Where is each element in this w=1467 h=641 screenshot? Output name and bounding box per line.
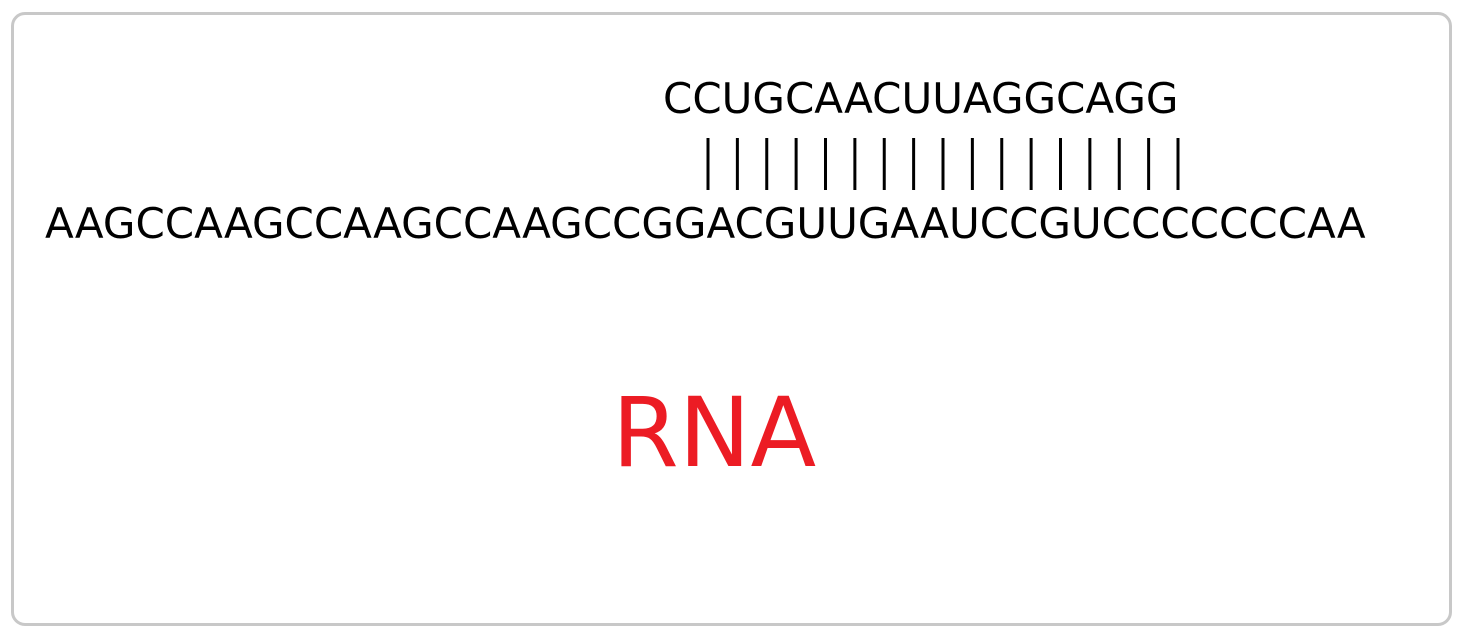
diagram-frame (11, 12, 1452, 626)
base-pair-lines (704, 136, 1184, 192)
molecule-label: RNA (612, 377, 817, 489)
probe-sequence: CCUGCAACUUAGGCAGG (663, 74, 1179, 123)
base-pair-lines-graphic (706, 138, 1180, 190)
target-sequence: AAGCCAAGCCAAGCCAAGCCGGACGUUGAAUCCGUCCCCC… (45, 199, 1366, 248)
